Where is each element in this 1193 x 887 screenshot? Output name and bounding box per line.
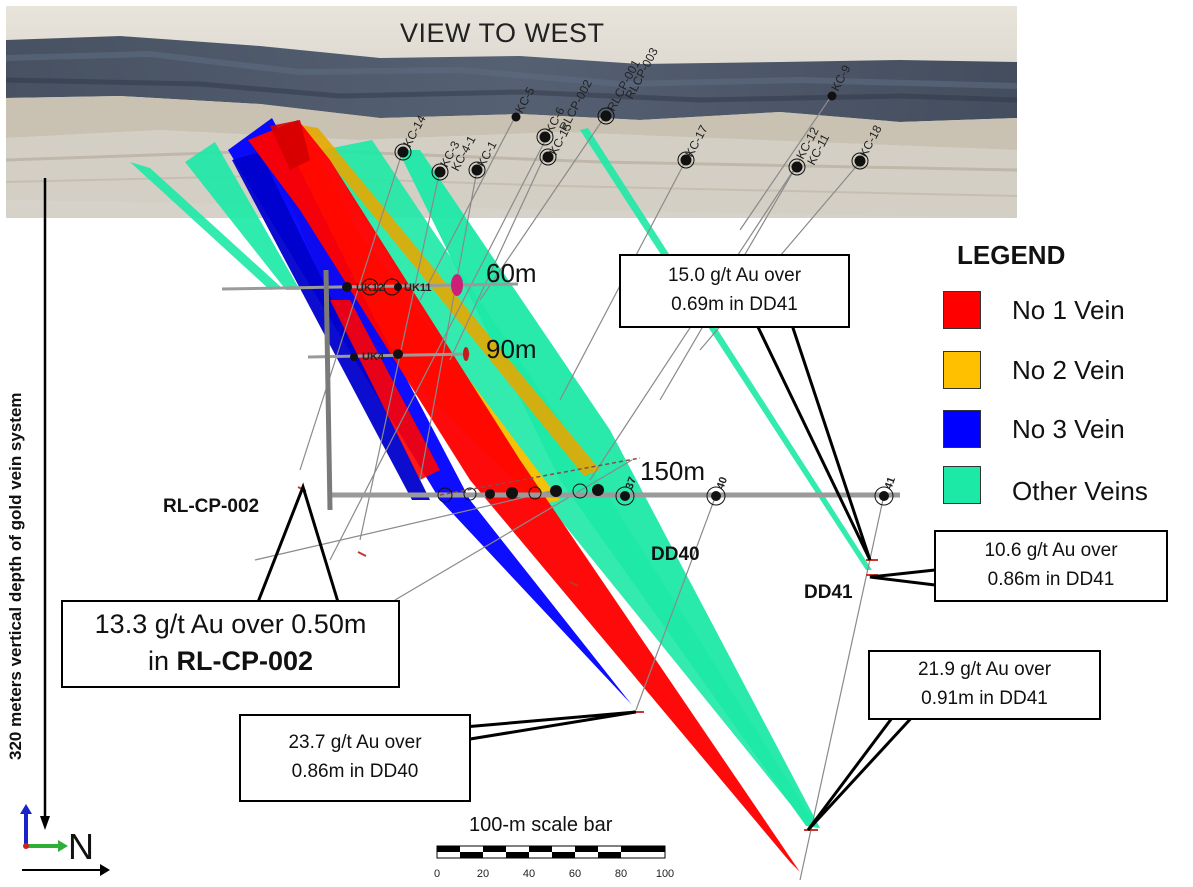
callout-prefix: in bbox=[147, 646, 177, 676]
level-collar-labels: UK12 UK11 UK4 37 40 41 bbox=[356, 282, 898, 491]
callout-line: 0.69m in DD41 bbox=[671, 294, 798, 315]
scale-tick: 20 bbox=[476, 868, 490, 880]
callout-dd41-middle: 10.6 g/t Au over 0.86m in DD41 bbox=[934, 530, 1168, 602]
level-label-150m: 150m bbox=[640, 456, 706, 486]
collar-label: 37 bbox=[624, 475, 639, 491]
level-markers bbox=[451, 274, 469, 361]
legend-label: Other Veins bbox=[1012, 476, 1148, 506]
scale-bar bbox=[436, 845, 666, 859]
north-label: N bbox=[68, 826, 94, 867]
other-veins bbox=[130, 128, 872, 828]
collar-label: 40 bbox=[715, 475, 730, 491]
level-60m-marker bbox=[451, 274, 463, 296]
collar-label: UK11 bbox=[404, 282, 432, 294]
level-label-60m: 60m bbox=[486, 258, 537, 288]
surface-collars bbox=[394, 91, 869, 181]
vertical-depth-label: 320 meters vertical depth of gold vein s… bbox=[6, 392, 25, 760]
axis-triad-icon bbox=[20, 804, 110, 876]
legend-swatch bbox=[943, 410, 981, 448]
callout-leaders bbox=[256, 324, 936, 832]
callout-dd41-upper: 15.0 g/t Au over 0.69m in DD41 bbox=[619, 254, 850, 328]
vein-no3 bbox=[228, 118, 632, 705]
scale-tick: 0 bbox=[433, 868, 441, 880]
legend-swatch bbox=[943, 466, 981, 504]
legend-swatch bbox=[943, 351, 981, 389]
callout-dd41-lower: 21.9 g/t Au over 0.91m in DD41 bbox=[868, 650, 1101, 720]
collar-label: UK4 bbox=[362, 351, 385, 363]
callout-line: 0.86m in DD41 bbox=[987, 569, 1115, 590]
depth-arrow bbox=[40, 178, 50, 830]
hole-label-rl-cp-002: RL-CP-002 bbox=[163, 496, 260, 517]
level-90m-marker bbox=[463, 347, 469, 361]
scale-tick: 60 bbox=[568, 868, 582, 880]
level-drives bbox=[221, 269, 900, 511]
scale-tick: 40 bbox=[522, 868, 536, 880]
level-collars bbox=[342, 278, 894, 506]
legend-label: No 2 Vein bbox=[1012, 355, 1125, 385]
callout-rl-cp-002: 13.3 g/t Au over 0.50m in RL-CP-002 bbox=[61, 600, 400, 688]
callout-dd40: 23.7 g/t Au over 0.86m in DD40 bbox=[239, 714, 471, 802]
view-title: VIEW TO WEST bbox=[400, 18, 605, 48]
callout-line: 23.7 g/t Au over bbox=[288, 732, 422, 753]
hole-label-dd41: DD41 bbox=[804, 582, 853, 603]
scale-tick: 100 bbox=[655, 868, 675, 880]
level-label-90m: 90m bbox=[486, 334, 537, 364]
scale-tick: 80 bbox=[614, 868, 628, 880]
callout-line: 10.6 g/t Au over bbox=[984, 540, 1118, 561]
callout-line: 0.86m in DD40 bbox=[291, 761, 419, 782]
callout-line-with-bold: in RL-CP-002 bbox=[63, 643, 398, 680]
collar-label: UK12 bbox=[356, 282, 384, 294]
callout-line: 13.3 g/t Au over 0.50m bbox=[94, 609, 367, 639]
hole-label-dd40: DD40 bbox=[651, 544, 700, 565]
callout-bold-hole: RL-CP-002 bbox=[176, 646, 314, 676]
callout-line: 21.9 g/t Au over bbox=[917, 659, 1052, 680]
collar-label: 41 bbox=[883, 475, 898, 491]
legend-swatch bbox=[943, 291, 981, 329]
scale-bar-title: 100-m scale bar bbox=[469, 814, 613, 836]
legend-title: LEGEND bbox=[957, 240, 1066, 270]
callout-line: 0.91m in DD41 bbox=[921, 688, 1048, 709]
legend-label: No 1 Vein bbox=[1012, 295, 1125, 325]
callout-line: 15.0 g/t Au over bbox=[667, 265, 802, 286]
legend-label: No 3 Vein bbox=[1012, 414, 1125, 444]
